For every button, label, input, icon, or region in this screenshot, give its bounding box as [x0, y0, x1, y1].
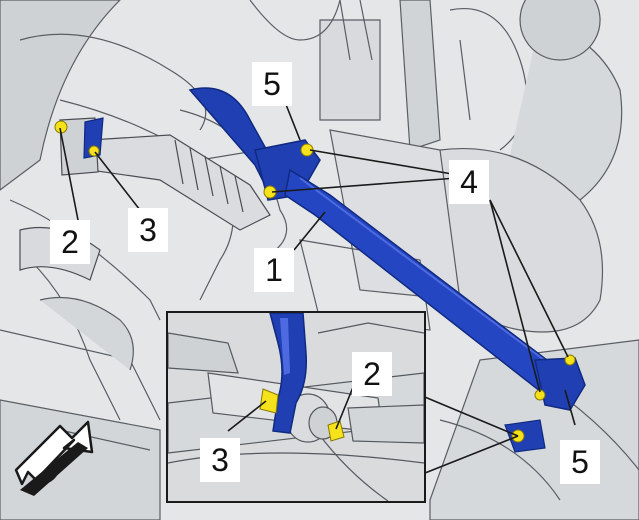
callout-5-bottom: 5	[560, 440, 600, 484]
callout-3-left: 3	[128, 208, 168, 252]
inset-nut-3	[259, 388, 279, 414]
bolt-right-upper	[564, 354, 576, 366]
inset-nut-2	[327, 420, 345, 442]
fasteners	[54, 120, 576, 443]
leader-lines	[59, 101, 576, 476]
detail-inset	[166, 311, 426, 503]
support-bar	[83, 87, 586, 453]
callout-5-top: 5	[252, 62, 292, 106]
callout-1: 1	[254, 248, 294, 292]
forward-arrow-icon	[14, 420, 94, 496]
callout-3-inset: 3	[200, 438, 240, 482]
callout-4: 4	[449, 160, 489, 204]
callout-2-inset: 2	[352, 352, 392, 396]
callout-2-left: 2	[50, 220, 90, 264]
